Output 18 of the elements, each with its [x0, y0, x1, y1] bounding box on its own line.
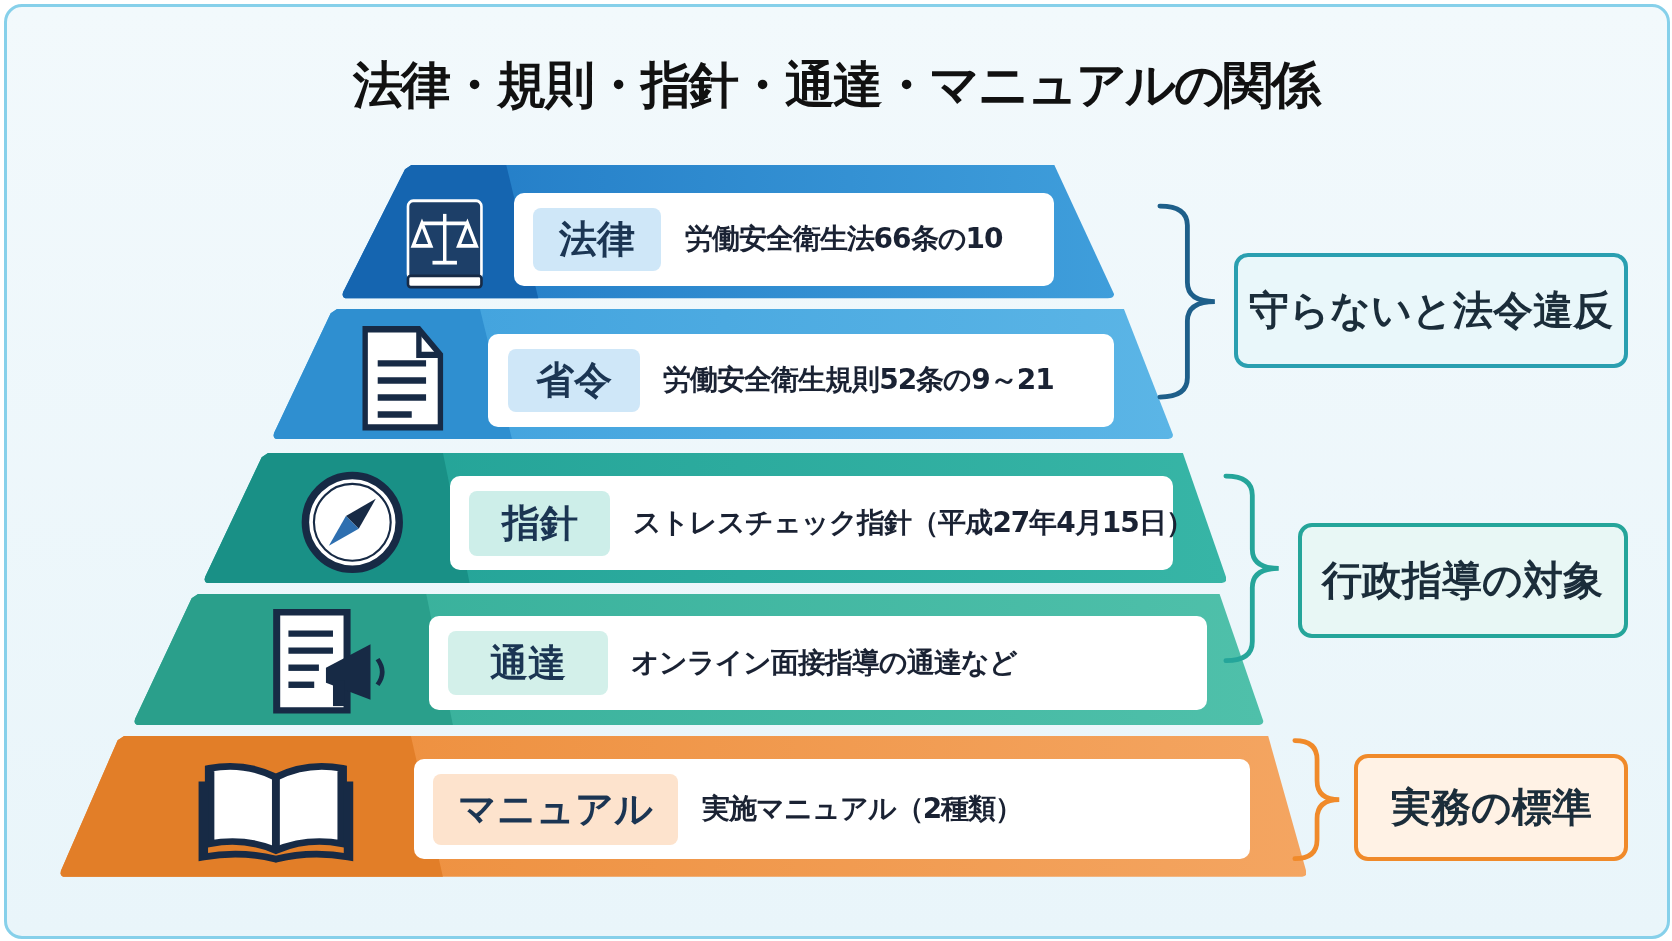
category-tag: 指針	[469, 490, 610, 556]
description-text: オンライン面接指導の通達など	[631, 645, 1018, 682]
description-text: 実施マニュアル（2種類）	[701, 791, 1023, 828]
note-box: 実務の標準	[1354, 753, 1629, 861]
category-tag: マニュアル	[432, 774, 679, 845]
pyramid-tier	[271, 309, 1173, 440]
pyramid-tier	[133, 593, 1264, 726]
pyramid-tier	[341, 165, 1115, 299]
pyramid-tier	[58, 735, 1307, 877]
pyramid-tier	[202, 453, 1227, 584]
category-tag: 法律	[533, 207, 662, 271]
description-text: 労働安全衛生規則52条の9～21	[663, 362, 1054, 399]
description-text: ストレスチェック指針（平成27年4月15日）	[633, 505, 1193, 542]
category-tag: 省令	[507, 348, 640, 412]
note-box: 守らないと法令違反	[1233, 252, 1629, 368]
note-box: 行政指導の対象	[1297, 522, 1629, 638]
description-text: 労働安全衛生法66条の10	[684, 221, 1003, 258]
category-tag: 通達	[447, 631, 608, 696]
